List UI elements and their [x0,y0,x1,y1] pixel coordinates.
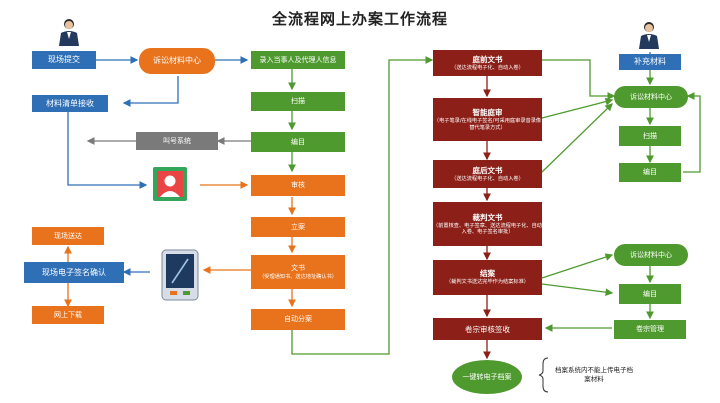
review-box: 审核 [251,175,345,196]
smart-trial-box: 智能庭审 （电子笔录/在线电子签名/可采用庭审录音录像替代笔录方式） [433,98,542,141]
right-material-center-box: 诉讼材料中心 [614,86,688,108]
onsite-delivery-box: 现场送达 [32,227,104,245]
archive-review-box: 卷宗审核签收 [433,318,542,340]
material-list-receive-box: 材料清单接收 [32,95,108,112]
convert-e-archive-box: 一键转电子档案 [452,360,522,394]
tablet-device-icon [161,249,199,301]
right-material-center-2-box: 诉讼材料中心 [614,244,688,266]
document-box: 文书 （受理通知书、送达地址确认书） [251,255,345,289]
pre-trial-document-box: 庭前文书 （送达流程电子化、自动入卷） [433,50,542,76]
entry-party-info-box: 录入当事人及代理人信息 [251,51,345,69]
archive-note: 档案系统内不能上传电子档案材料 [555,366,633,383]
smart-trial-subtitle: （电子笔录/在线电子签名/可采用庭审录音录像替代笔录方式） [433,118,542,131]
judgment-document-box: 裁判文书 （前置核查、电子签章、送达流程电子化、自动入卷、电子签名审批） [433,202,542,246]
page-title: 全流程网上办案工作流程 [271,10,448,28]
pre-trial-document-title: 庭前文书 [472,54,503,64]
call-system-box: 叫号系统 [136,132,218,150]
right-catalog-box: 编目 [619,163,681,182]
material-center-box: 诉讼材料中心 [139,48,215,74]
supplement-material-box: 补充材料 [619,54,681,70]
case-close-box: 结案 （裁判文书送达完毕作为结案标准） [433,260,542,295]
person-icon [59,19,79,46]
judgment-document-subtitle: （前置核查、电子签章、送达流程电子化、自动入卷、电子签名审批） [433,222,542,235]
filing-box: 立案 [251,217,345,237]
pre-trial-document-subtitle: （送达流程电子化、自动入卷） [451,64,524,71]
judgment-document-title: 裁判文书 [472,212,503,222]
scan-box: 扫描 [251,92,345,111]
catalog-box: 编目 [251,132,345,152]
post-trial-document-subtitle: （送达流程电子化、自动入卷） [451,175,524,182]
person-icon [639,22,659,49]
onsite-submit-box: 现场提交 [32,51,96,69]
post-trial-document-title: 庭后文书 [472,165,503,175]
document-title: 文书 [291,264,305,273]
right-scan-box: 扫描 [619,126,681,146]
document-subtitle: （受理通知书、送达地址确认书） [259,273,337,280]
onsite-esign-box: 现场电子签名确认 [24,262,124,283]
case-close-subtitle: （裁判文书送达完毕作为结案标准） [445,279,529,286]
case-close-title: 结案 [480,269,495,279]
right-catalog-2-box: 编目 [619,284,681,304]
online-download-box: 网上下载 [32,306,104,324]
archive-manage-box: 卷宗管理 [614,320,686,339]
auto-assign-box: 自动分案 [251,309,345,330]
post-trial-document-box: 庭后文书 （送达流程电子化、自动入卷） [433,160,542,188]
smart-trial-title: 智能庭审 [472,108,503,118]
photo-capture-icon [153,167,187,201]
